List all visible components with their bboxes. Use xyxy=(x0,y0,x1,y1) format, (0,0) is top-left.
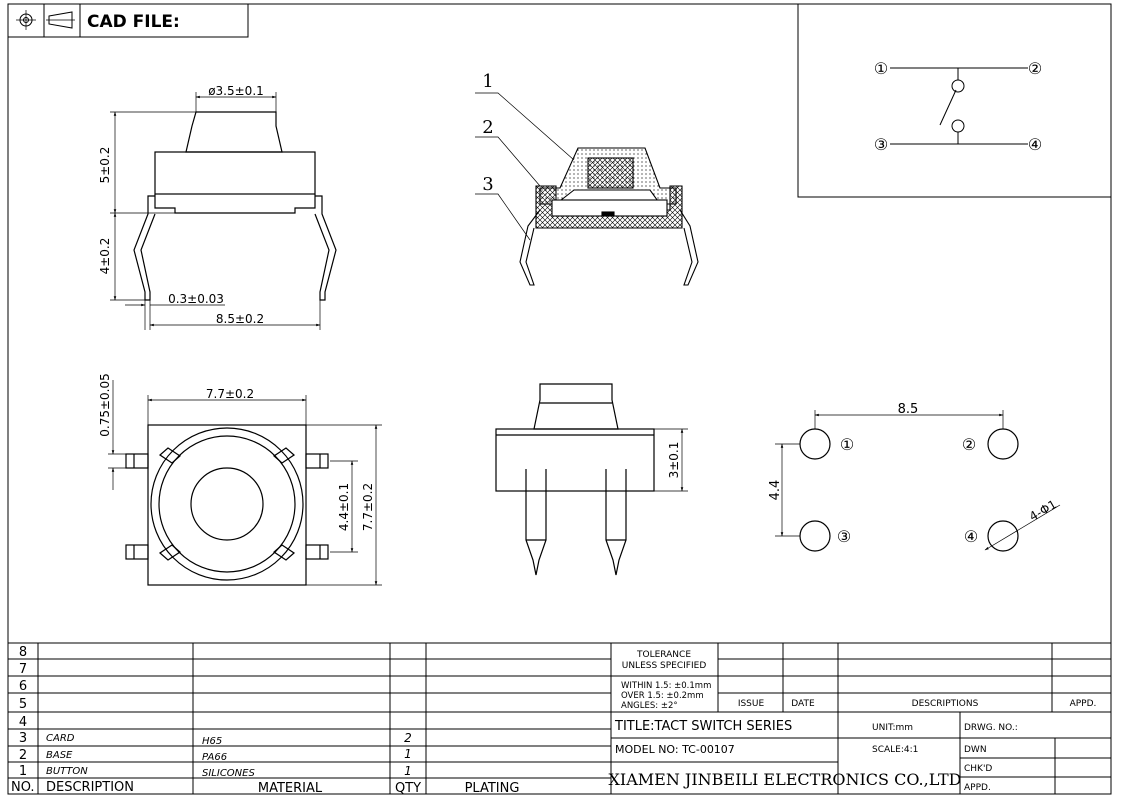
schematic-terminal-1: ① xyxy=(874,59,888,78)
tolerance-over: OVER 1.5: ±0.2mm xyxy=(621,691,704,701)
bom-row-number: 7 xyxy=(19,662,27,677)
dim-pin-pitch-inner: 4.4±0.1 xyxy=(337,483,351,531)
tolerance-angles: ANGLES: ±2° xyxy=(621,701,678,711)
bom-row-number: 4 xyxy=(19,715,27,730)
schematic-terminal-2: ② xyxy=(1028,59,1042,78)
pcb-pad-4: ④ xyxy=(964,527,978,546)
dwn-label: DWN xyxy=(964,745,987,755)
company-name: XIAMEN JINBEILI ELECTRONICS CO.,LTD xyxy=(608,770,961,789)
bom-row-number: 1 xyxy=(19,764,27,779)
pcb-pitch-x: 8.5 xyxy=(898,402,919,417)
bom-row-number: 2 xyxy=(19,748,27,763)
bom-data-rows: CARD H65 2 BASE PA66 1 BUTTON SILICONES … xyxy=(46,731,412,779)
front-elevation-view xyxy=(495,383,655,576)
bom-header-plating: PLATING xyxy=(465,781,520,796)
callout-1: 1 xyxy=(482,71,493,92)
dim-body-height: 7.7±0.2 xyxy=(361,483,375,531)
top-view xyxy=(125,424,329,586)
sheet-border xyxy=(7,3,1112,795)
bom-cell-material: PA66 xyxy=(202,752,227,763)
dim-height-lower: 4±0.2 xyxy=(98,238,112,275)
pcb-layout-dimensions xyxy=(775,410,1061,551)
bom-cell-description: BASE xyxy=(46,750,73,761)
dim-height-upper: 5±0.2 xyxy=(98,147,112,184)
descriptions-header: DESCRIPTIONS xyxy=(912,699,979,709)
pcb-pitch-y: 4.4 xyxy=(768,480,783,501)
dim-lead-thickness: 0.3±0.03 xyxy=(168,292,224,306)
callout-2: 2 xyxy=(482,117,493,138)
cad-file-label: CAD FILE: xyxy=(87,12,180,32)
bom-row-number: 5 xyxy=(19,697,27,712)
dim-body-thickness: 3±0.1 xyxy=(667,442,681,479)
model-number: MODEL NO: TC-00107 xyxy=(615,743,735,756)
pcb-pad-3: ③ xyxy=(837,527,851,546)
issue-header: ISSUE xyxy=(738,699,765,709)
pcb-layout-view xyxy=(799,428,1019,552)
schematic-terminal-4: ④ xyxy=(1028,135,1042,154)
bom-table xyxy=(8,642,1111,794)
drwg-no-label: DRWG. NO.: xyxy=(964,723,1018,733)
dim-body-width: 7.7±0.2 xyxy=(206,387,254,401)
dim-overall-width: 8.5±0.2 xyxy=(216,312,264,326)
bom-cell-description: BUTTON xyxy=(46,766,88,777)
tolerance-title: TOLERANCE xyxy=(636,650,691,660)
callout-3: 3 xyxy=(482,174,493,195)
bom-header-qty: QTY xyxy=(395,781,421,796)
cross-section-view xyxy=(519,147,699,286)
bom-header-description: DESCRIPTION xyxy=(46,780,134,795)
dim-top-diameter: ø3.5±0.1 xyxy=(208,84,264,98)
bom-cell-qty: 2 xyxy=(404,731,412,745)
drawing-title: TITLE:TACT SWITCH SERIES xyxy=(614,719,792,734)
section-callout-leaders xyxy=(475,92,575,241)
dim-lead-width: 0.75±0.05 xyxy=(98,373,112,437)
bom-row-numbers: 8 7 6 5 4 3 2 1 xyxy=(19,645,27,779)
pcb-pad-1: ① xyxy=(840,435,854,454)
side-elevation-dimensions xyxy=(110,92,321,330)
bom-cell-qty: 1 xyxy=(404,764,412,778)
schematic-panel: ① ② ③ ④ xyxy=(797,3,1112,198)
unit-label: UNIT:mm xyxy=(872,723,913,733)
bom-header-material: MATERIAL xyxy=(258,781,323,796)
chkd-label: CHK'D xyxy=(964,764,992,774)
appd-label: APPD. xyxy=(964,783,991,793)
top-view-dimensions xyxy=(108,380,382,586)
bom-header-row: NO. DESCRIPTION MATERIAL QTY PLATING xyxy=(11,780,519,796)
front-elevation-dimensions xyxy=(654,428,688,492)
bom-row-number: 6 xyxy=(19,679,27,694)
bom-row-number: 8 xyxy=(19,645,27,660)
pcb-pad-2: ② xyxy=(962,435,976,454)
bom-cell-qty: 1 xyxy=(404,747,412,761)
pcb-hole-spec: 4-Φ1 xyxy=(1027,497,1059,524)
bom-cell-material: SILICONES xyxy=(202,768,255,779)
title-block-text: TOLERANCE UNLESS SPECIFIED WITHIN 1.5: ±… xyxy=(608,650,1096,793)
bom-row-number: 3 xyxy=(19,731,27,746)
bom-header-no: NO. xyxy=(11,780,35,795)
tolerance-within: WITHIN 1.5: ±0.1mm xyxy=(621,681,711,691)
title-block xyxy=(611,643,1111,794)
first-angle-projection-icon xyxy=(16,10,75,30)
bom-cell-description: CARD xyxy=(46,733,75,744)
cad-header: CAD FILE: xyxy=(7,3,249,38)
date-header: DATE xyxy=(791,699,815,709)
appd-header: APPD. xyxy=(1070,699,1097,709)
tolerance-subtitle: UNLESS SPECIFIED xyxy=(622,661,707,671)
side-elevation-view xyxy=(133,111,337,301)
bom-cell-material: H65 xyxy=(202,736,222,747)
schematic-terminal-3: ③ xyxy=(874,135,888,154)
scale-label: SCALE:4:1 xyxy=(872,745,918,755)
